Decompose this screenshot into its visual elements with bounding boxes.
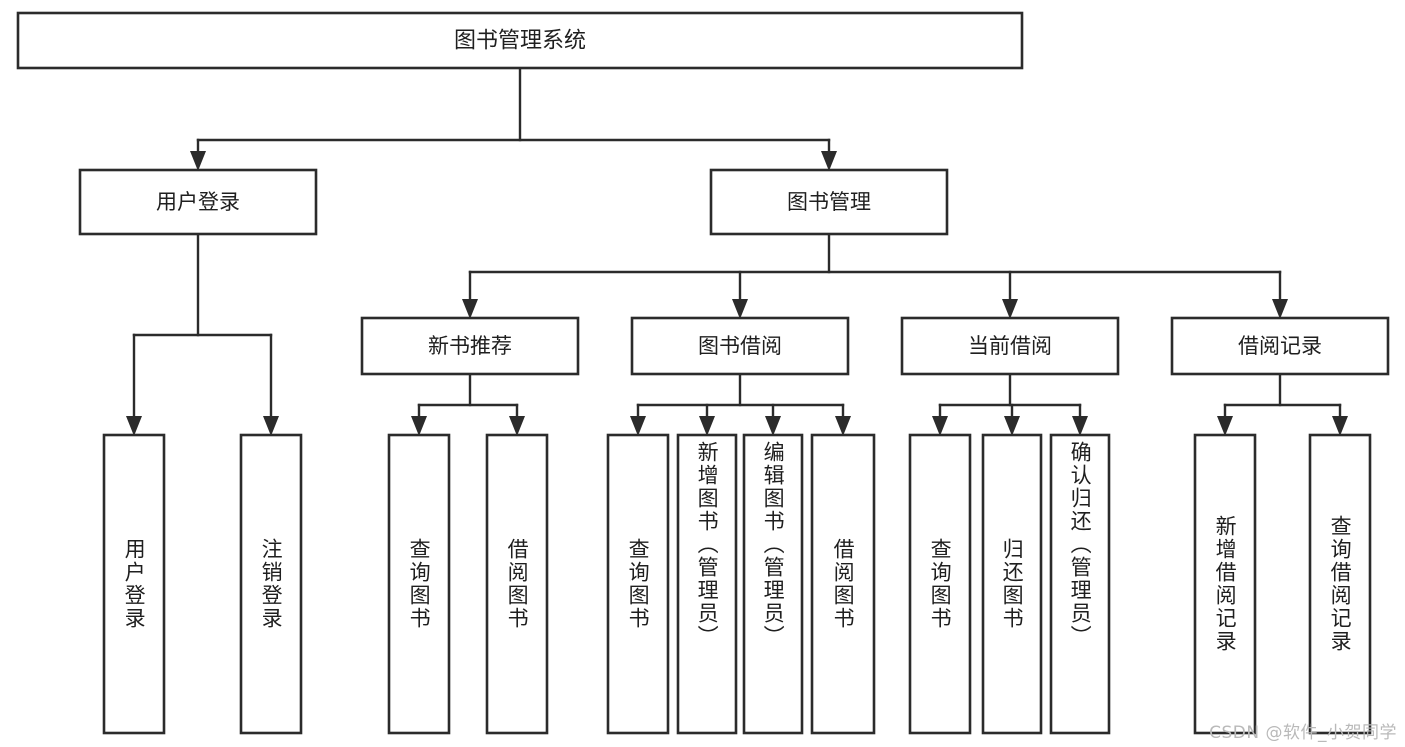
connector-edge-borrow-record-bus [1217, 372, 1348, 436]
node-label-borrow-record: 借阅记录 [1238, 334, 1322, 358]
node-new-book-recommend[interactable] [360, 316, 580, 376]
arrow-head-icon [835, 416, 851, 436]
arrow-head-icon [1072, 416, 1088, 436]
arrow-head-icon [699, 416, 715, 436]
leaf-leaf-query-book-3[interactable] [908, 433, 972, 735]
leaf-leaf-return-book[interactable] [981, 433, 1043, 735]
arrow-head-icon [126, 416, 142, 436]
connector-edge-book-borrow-bus [630, 372, 851, 436]
arrow-head-icon [1332, 416, 1348, 436]
leaf-leaf-user-logout[interactable] [239, 433, 303, 735]
leaf-leaf-query-book-2[interactable] [606, 433, 670, 735]
node-root[interactable] [16, 11, 1024, 70]
connector-edge-root-bus [190, 66, 837, 171]
node-label-current-borrow: 当前借阅 [968, 334, 1052, 358]
node-label-book-borrow: 图书借阅 [698, 334, 782, 358]
leaf-leaf-add-book[interactable] [676, 433, 738, 735]
node-label-new-book-recommend: 新书推荐 [428, 334, 512, 358]
arrow-head-icon [190, 151, 206, 171]
connector-edge-current-borrow-bus [932, 372, 1088, 436]
arrow-head-icon [732, 299, 748, 319]
leaf-leaf-confirm-return[interactable] [1049, 433, 1111, 735]
connector-edge-book-manage-bus [462, 232, 1288, 319]
boxes-layer [16, 11, 1390, 735]
leaf-leaf-query-book-1[interactable] [387, 433, 451, 735]
arrow-head-icon [263, 416, 279, 436]
arrow-head-icon [821, 151, 837, 171]
leaf-leaf-user-login[interactable] [102, 433, 166, 735]
node-borrow-record[interactable] [1170, 316, 1390, 376]
arrow-head-icon [932, 416, 948, 436]
node-user-login[interactable] [78, 168, 318, 236]
leaf-leaf-borrow-book-1[interactable] [485, 433, 549, 735]
leaf-leaf-query-record[interactable] [1308, 433, 1372, 735]
node-book-manage[interactable] [709, 168, 949, 236]
connectors-layer [126, 66, 1348, 436]
arrow-head-icon [1004, 416, 1020, 436]
node-label-book-manage: 图书管理 [787, 190, 871, 214]
arrow-head-icon [765, 416, 781, 436]
arrow-head-icon [411, 416, 427, 436]
arrow-head-icon [509, 416, 525, 436]
arrow-head-icon [630, 416, 646, 436]
node-book-borrow[interactable] [630, 316, 850, 376]
node-label-user-login: 用户登录 [156, 190, 240, 214]
arrow-head-icon [1272, 299, 1288, 319]
leaf-leaf-borrow-book-2[interactable] [810, 433, 876, 735]
connector-edge-new-book-bus [411, 372, 525, 436]
connector-edge-user-login-bus [126, 232, 279, 436]
arrow-head-icon [1002, 299, 1018, 319]
csdn-watermark: CSDN @软件_小贺同学 [1209, 723, 1397, 743]
arrow-head-icon [462, 299, 478, 319]
leaf-leaf-add-record[interactable] [1193, 433, 1257, 735]
leaf-leaf-edit-book[interactable] [742, 433, 804, 735]
arrow-head-icon [1217, 416, 1233, 436]
node-current-borrow[interactable] [900, 316, 1120, 376]
node-label-root: 图书管理系统 [454, 29, 586, 54]
